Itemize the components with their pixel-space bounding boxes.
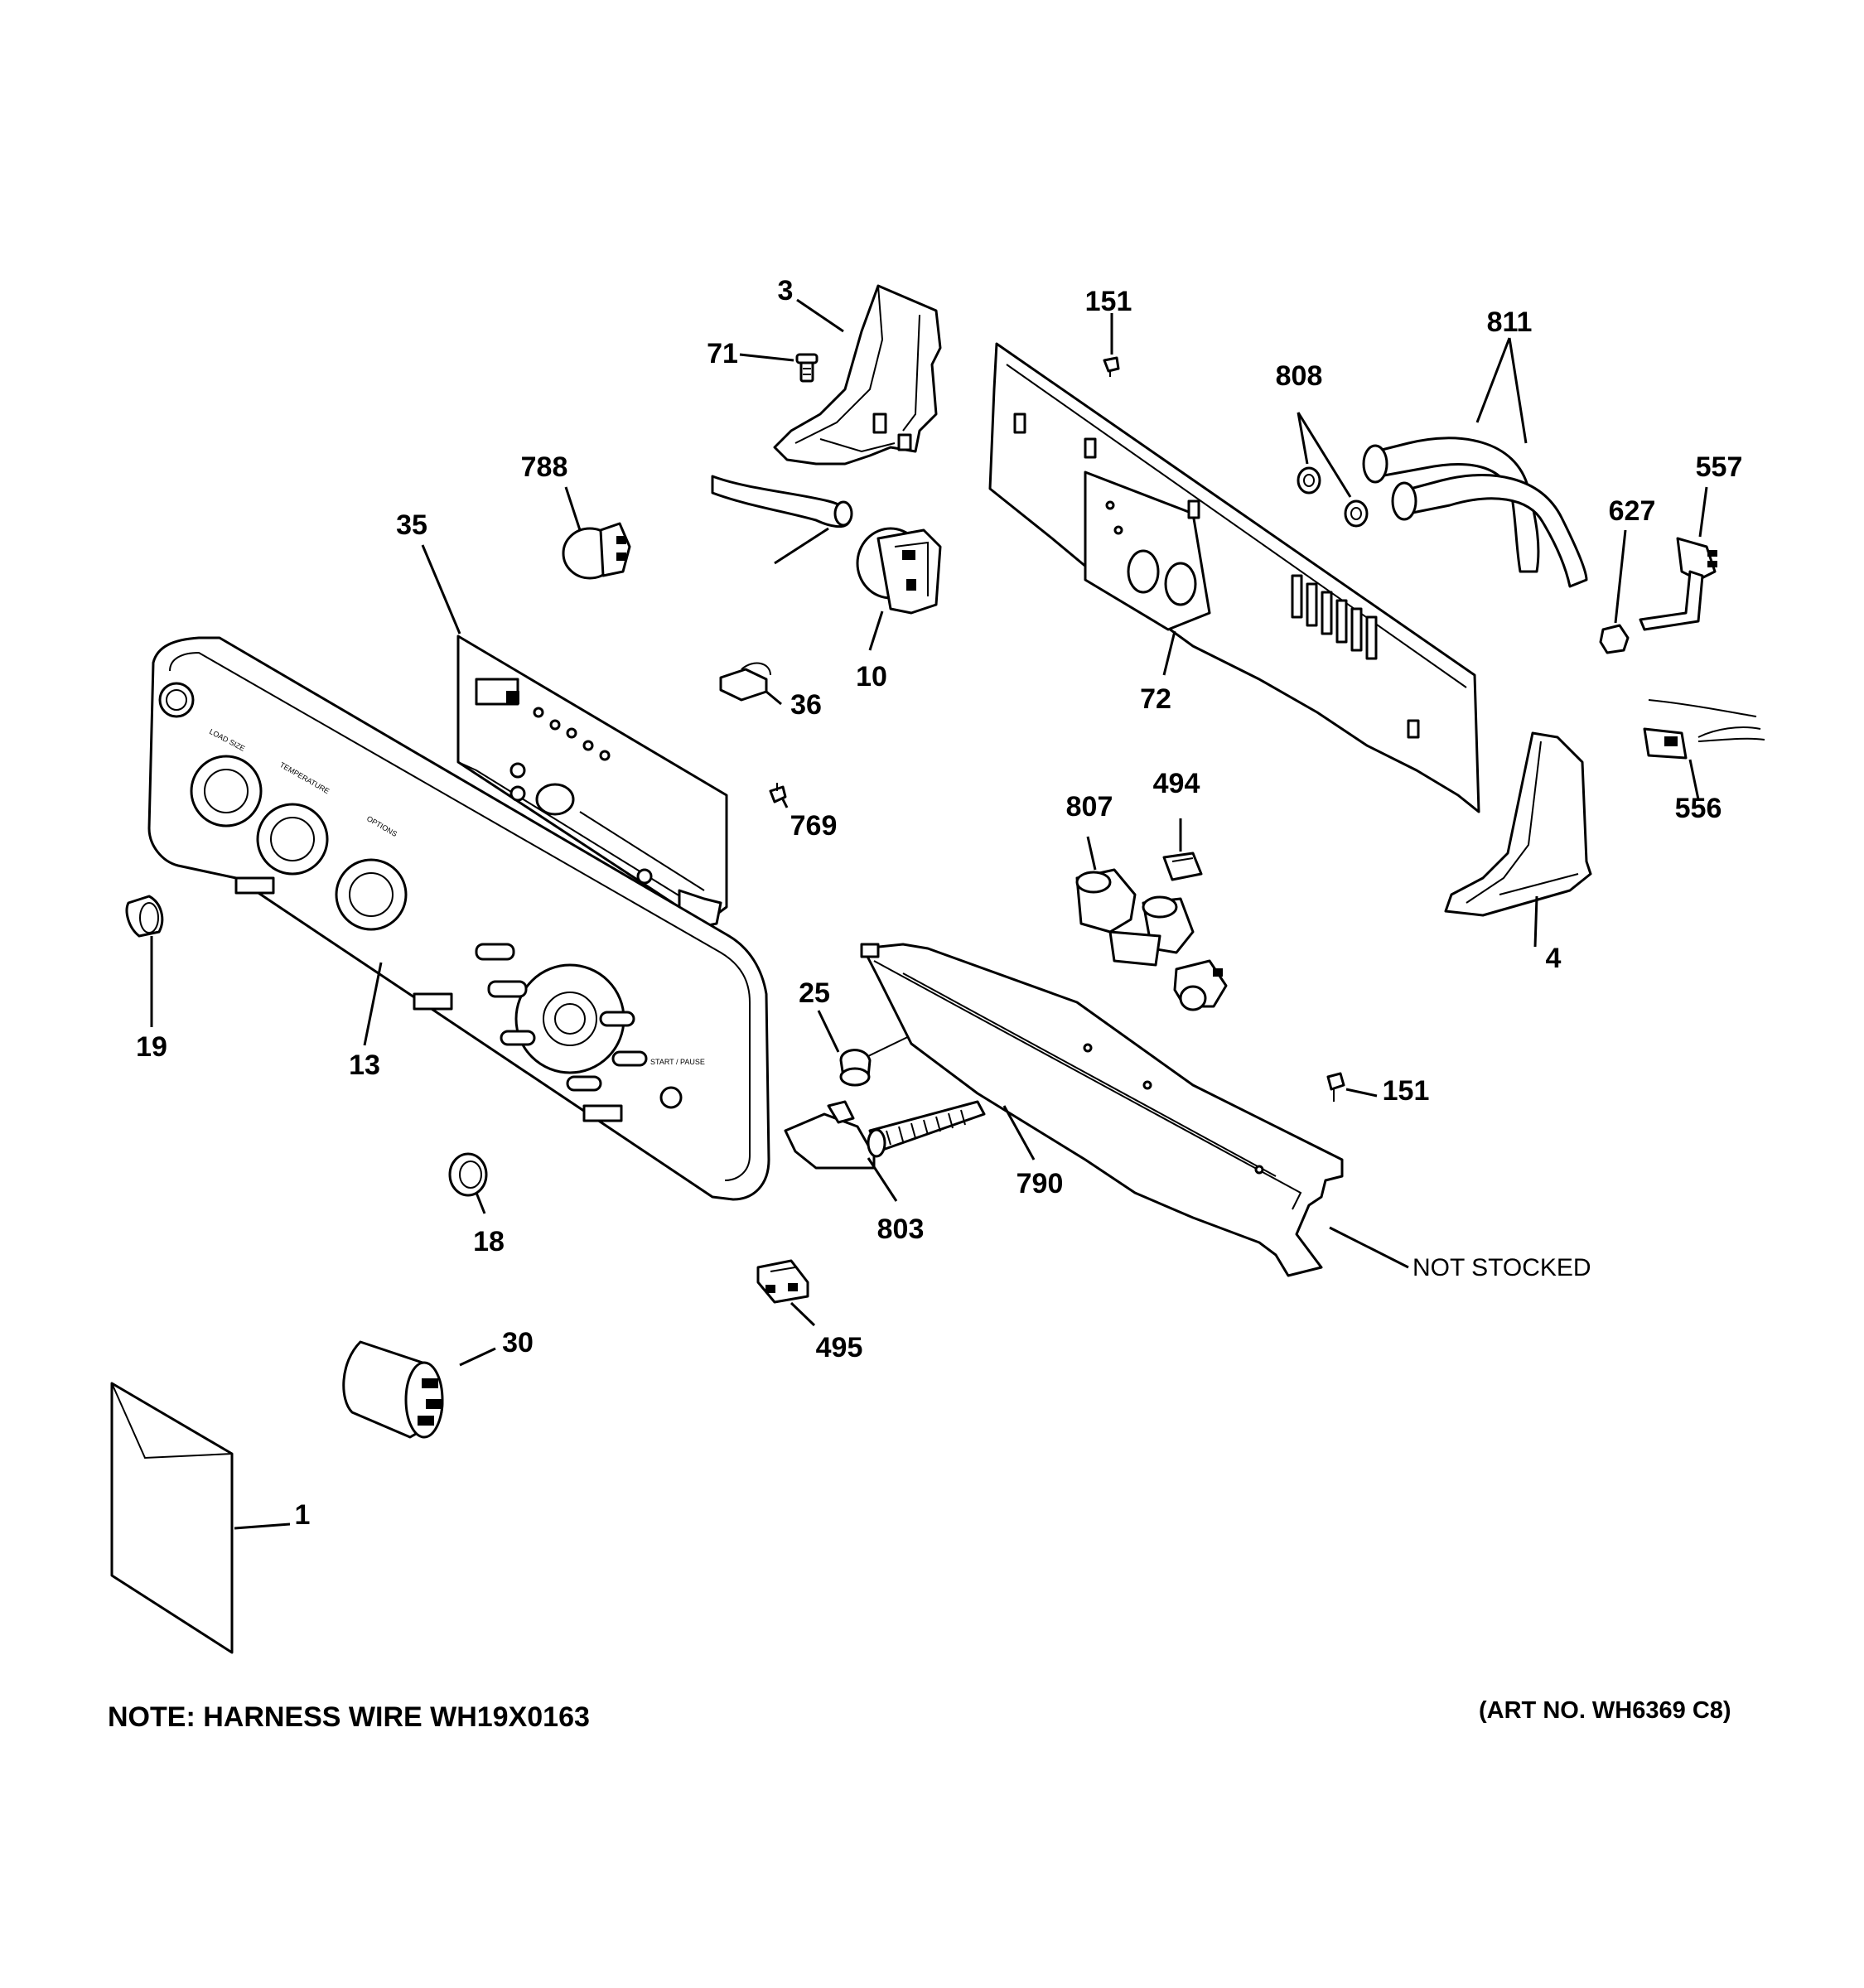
label-151-top: 151 [1085, 286, 1132, 317]
label-71: 71 [707, 338, 738, 369]
bezel-ring-18 [448, 1152, 488, 1197]
connector-36 [719, 662, 771, 702]
screw-151-lower [1326, 1072, 1345, 1102]
label-13: 13 [349, 1049, 380, 1081]
screw-151-top [1103, 356, 1120, 377]
part-labels: 3 71 151 808 811 557 627 788 35 10 36 72… [136, 275, 1742, 1531]
label-627: 627 [1609, 495, 1656, 527]
label-35: 35 [396, 509, 427, 541]
hose-washers-807 [1297, 466, 1369, 528]
label-557: 557 [1696, 451, 1743, 483]
switch-557 [1639, 537, 1717, 631]
screw-71 [795, 353, 819, 383]
label-790: 790 [1017, 1168, 1064, 1199]
screw-769 [769, 783, 787, 803]
control-mount-bracket-left [773, 284, 942, 466]
label-151-lower: 151 [1383, 1075, 1430, 1107]
label-1: 1 [295, 1499, 311, 1531]
leader-lines [150, 298, 1708, 1530]
label-495: 495 [816, 1332, 863, 1363]
harness-plug-556 [1643, 699, 1765, 760]
label-769: 769 [790, 810, 838, 842]
harness-wire-note: NOTE: HARNESS WIRE WH19X0163 [108, 1701, 590, 1733]
spring-assembly-803 [784, 1100, 986, 1170]
envelope-1 [110, 1382, 234, 1654]
label-10: 10 [856, 661, 887, 692]
connector-627 [1599, 624, 1630, 654]
label-19: 19 [136, 1031, 167, 1063]
label-807: 808 [1276, 360, 1323, 392]
label-494: 494 [1153, 768, 1200, 799]
knob-19 [125, 895, 164, 938]
inlet-hoses-808 [1362, 437, 1588, 588]
label-808: 811 [1487, 306, 1533, 338]
console-panel-13: LOAD SIZE TEMPERATURE OPTIONS START / PA… [147, 636, 770, 1201]
label-25: 25 [799, 977, 830, 1009]
label-72: 72 [1140, 683, 1171, 715]
label-556: 556 [1675, 793, 1722, 824]
start-pause-label: START / PAUSE [650, 1058, 705, 1066]
label-805: 807 [1066, 791, 1113, 823]
capacitor-30 [342, 1340, 444, 1439]
control-mount-bracket-right [1444, 731, 1592, 917]
label-18: 18 [473, 1226, 505, 1257]
label-30: 30 [502, 1327, 534, 1358]
art-number: (ART NO. WH6369 C8) [1479, 1697, 1731, 1724]
label-not-stocked: NOT STOCKED [1412, 1254, 1591, 1281]
switch-788 [562, 522, 631, 580]
connector-495 [756, 1259, 809, 1304]
hose-811 [711, 475, 853, 528]
label-4: 4 [1546, 943, 1562, 974]
label-803: 803 [877, 1214, 925, 1245]
rear-panel-72 [988, 342, 1480, 813]
connector-494 [1162, 852, 1203, 881]
pressure-switch-10 [856, 527, 942, 615]
label-788: 788 [521, 451, 568, 483]
water-valve-805 [1075, 868, 1228, 1011]
label-36: 36 [790, 689, 822, 721]
control-board-35 [456, 635, 728, 929]
label-3: 3 [778, 275, 794, 306]
support-channel-not-stocked [860, 943, 1344, 1277]
